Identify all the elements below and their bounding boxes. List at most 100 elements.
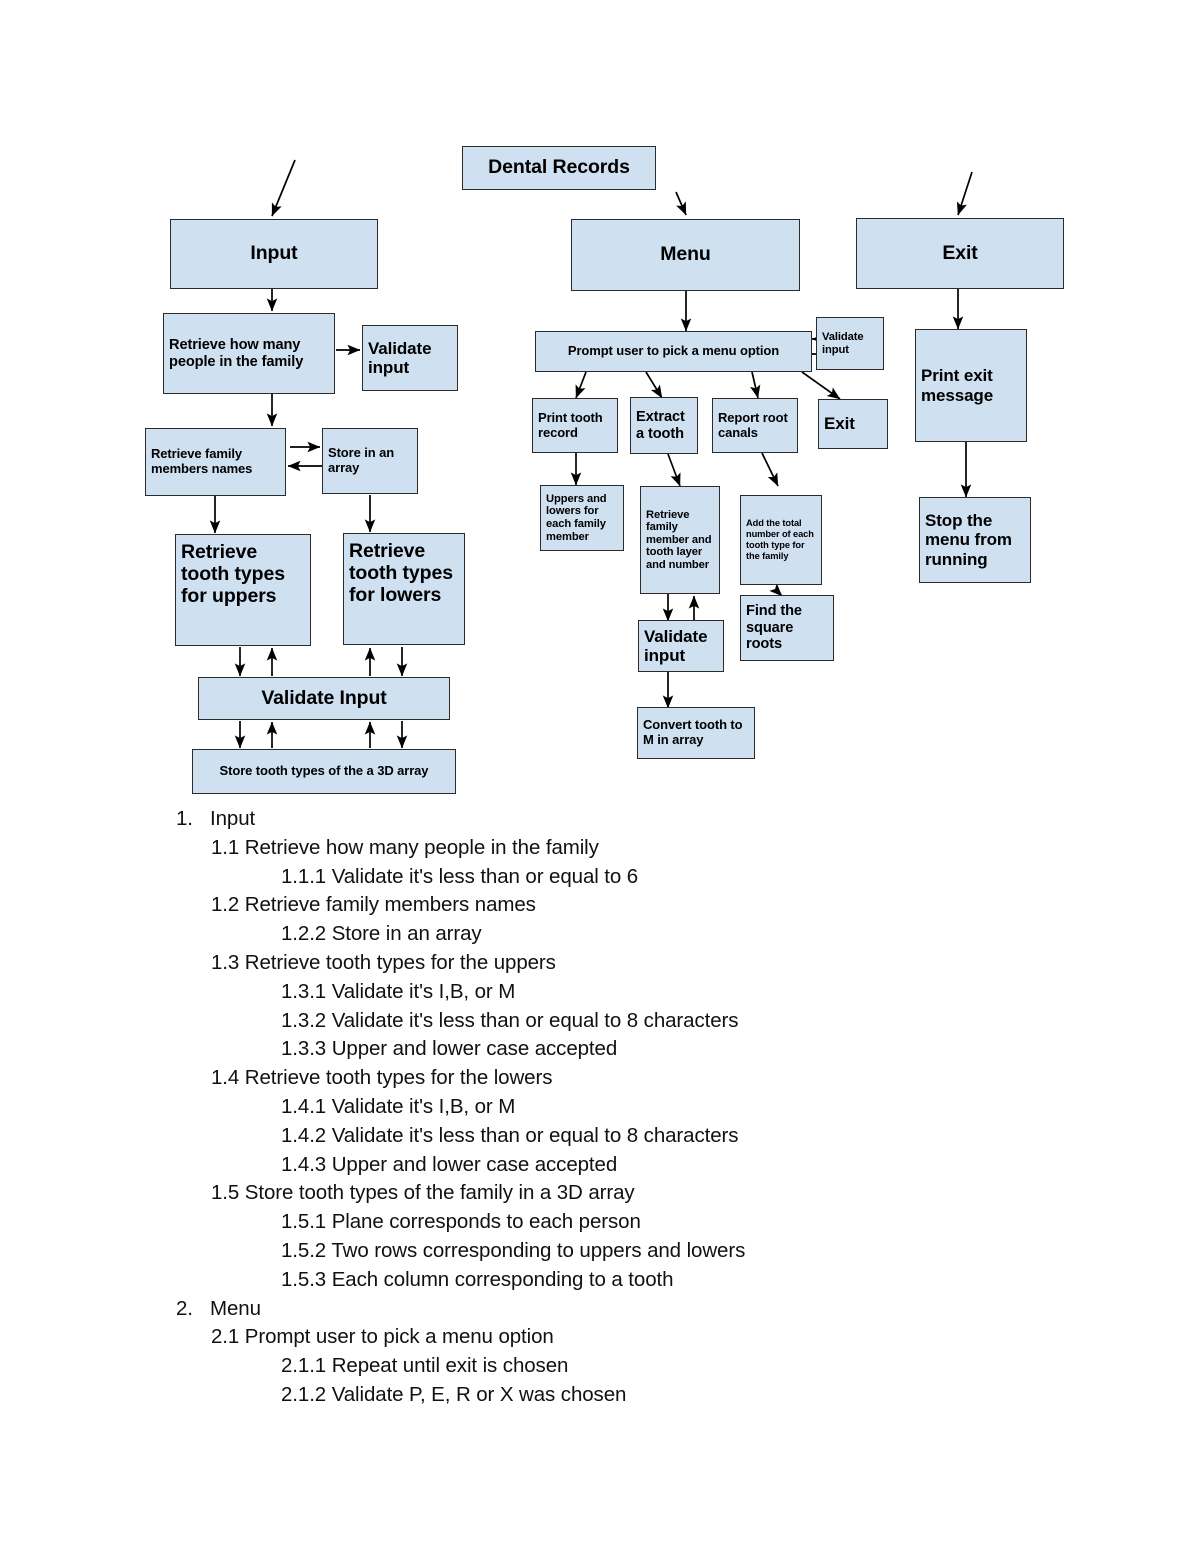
outline-row: 1.4.2 Validate it's less than or equal t… (0, 1122, 1200, 1151)
outline-row: 1.3 Retrieve tooth types for the uppers (0, 949, 1200, 978)
node-dental-records-label: Dental Records (488, 156, 630, 179)
node-store-in-array: Store in an array (322, 428, 418, 494)
outline-row: 1.3.1 Validate it's I,B, or M (0, 978, 1200, 1007)
outline-row-number: 1.3.3 (281, 1037, 332, 1061)
node-validate-input-2: Validate Input (198, 677, 450, 720)
outline-row: 1.1 Retrieve how many people in the fami… (0, 834, 1200, 863)
node-report-root-canals: Report root canals (712, 398, 798, 453)
outline-row-text: Prompt user to pick a menu option (244, 1325, 554, 1349)
outline-row-text: Validate P, E, R or X was chosen (331, 1382, 627, 1406)
node-retrieve-how-many: Retrieve how many people in the family (163, 313, 335, 394)
outline-row-number: 1.1.1 (281, 864, 332, 888)
outline-row: 1.4.1 Validate it's I,B, or M (0, 1093, 1200, 1122)
node-convert-tooth-m: Convert tooth to M in array (637, 707, 755, 759)
node-menu: Menu (571, 219, 800, 291)
outline-row-number: 2.1.2 (281, 1382, 332, 1406)
node-input: Input (170, 219, 378, 289)
node-exit-top-label: Exit (942, 241, 978, 264)
node-store-3d-array-label: Store tooth types of the a 3D array (219, 763, 429, 779)
node-print-exit-message-label: Print exit message (921, 366, 994, 405)
outline-row-text: Input (210, 807, 256, 830)
outline-row: 2. Menu (0, 1295, 1200, 1324)
node-print-tooth-record: Print tooth record (532, 398, 618, 453)
node-extract-a-tooth: Extract a tooth (630, 397, 698, 454)
node-extract-a-tooth-label: Extract a tooth (636, 409, 685, 442)
flowchart-diagram: Dental Records Input Menu Exit Retrieve … (145, 146, 1064, 794)
outline-row-number: 1.5.3 (281, 1267, 332, 1291)
outline-row-text: Validate it's less than or equal to 6 (331, 864, 639, 888)
outline-row-number: 1.4.1 (281, 1094, 332, 1118)
outline-row-number: 1.4.2 (281, 1123, 332, 1147)
node-prompt-user-label: Prompt user to pick a menu option (567, 343, 780, 359)
node-validate-input-3: Validate input (638, 620, 724, 672)
outline-row-text: Store tooth types of the family in a 3D … (244, 1181, 635, 1205)
node-uppers-and-lowers-label: Uppers and lowers for each family member (546, 492, 607, 543)
node-exit-top: Exit (856, 218, 1064, 289)
outline-row-number: 1.4 (211, 1066, 245, 1090)
outline-row-text: Validate it's I,B, or M (331, 1094, 516, 1118)
outline-row-text: Validate it's less than or equal to 8 ch… (331, 1123, 739, 1147)
outline-row-text: Retrieve how many people in the family (244, 835, 599, 859)
node-validate-input-2-label: Validate Input (261, 686, 387, 709)
outline-row-text: Repeat until exit is chosen (331, 1354, 569, 1378)
outline-row-text: Store in an array (331, 922, 482, 946)
outline-row: 1.5.1 Plane corresponds to each person (0, 1208, 1200, 1237)
node-validate-input-3-label: Validate input (644, 626, 708, 665)
outline-row-text: Each column corresponding to a tooth (331, 1267, 674, 1291)
outline-row: 1.5.2 Two rows corresponding to uppers a… (0, 1237, 1200, 1266)
node-add-total-number-label: Add the total number of each tooth type … (746, 517, 814, 562)
node-exit-option: Exit (818, 399, 888, 449)
node-validate-input-menu-label: Validate input (822, 330, 864, 356)
outline-row-text: Retrieve tooth types for the lowers (244, 1066, 553, 1090)
outline-row: 1.5 Store tooth types of the family in a… (0, 1179, 1200, 1208)
requirements-outline: 1. Input 1.1 Retrieve how many people in t… (0, 805, 1200, 1410)
node-retrieve-uppers-label: Retrieve tooth types for uppers (181, 541, 285, 607)
outline-row-number: 1.5 (211, 1181, 245, 1205)
node-find-square-roots-label: Find the square roots (746, 603, 802, 653)
outline-row-text: Upper and lower case accepted (331, 1037, 618, 1061)
outline-row: 1.5.3 Each column corresponding to a too… (0, 1266, 1200, 1295)
outline-row: 1. Input (0, 805, 1200, 834)
node-convert-tooth-m-label: Convert tooth to M in array (643, 717, 743, 747)
node-add-total-number: Add the total number of each tooth type … (740, 495, 822, 585)
outline-row-number: 1.2.2 (281, 922, 332, 946)
outline-row-text: Upper and lower case accepted (331, 1152, 618, 1176)
node-stop-menu-running: Stop the menu from running (919, 497, 1031, 583)
node-retrieve-family-names-label: Retrieve family members names (151, 446, 253, 476)
node-find-square-roots: Find the square roots (740, 595, 834, 661)
outline-row-text: Validate it's less than or equal to 8 ch… (331, 1008, 739, 1032)
outline-row-text: Validate it's I,B, or M (331, 979, 516, 1003)
outline-row-number: 1.2 (211, 893, 245, 917)
outline-row-number: 1.5.1 (281, 1210, 332, 1234)
node-retrieve-lowers: Retrieve tooth types for lowers (343, 533, 465, 645)
node-uppers-and-lowers: Uppers and lowers for each family member (540, 485, 624, 551)
node-retrieve-member-tooth-label: Retrieve family member and tooth layer a… (646, 508, 712, 571)
outline-row-text: Retrieve family members names (244, 893, 536, 917)
outline-row: 1.1.1 Validate it's less than or equal t… (0, 863, 1200, 892)
outline-row-text: Plane corresponds to each person (331, 1210, 641, 1234)
node-retrieve-uppers: Retrieve tooth types for uppers (175, 534, 311, 646)
outline-row: 1.3.3 Upper and lower case accepted (0, 1035, 1200, 1064)
node-stop-menu-running-label: Stop the menu from running (925, 511, 1012, 569)
outline-row-number: 1.3 (211, 950, 245, 974)
outline-row-number: 1.1 (211, 835, 245, 859)
node-print-tooth-record-label: Print tooth record (538, 409, 603, 440)
outline-row-text: Menu (210, 1296, 261, 1320)
outline-row-number: 1.3.1 (281, 979, 332, 1003)
outline-row-text: Two rows corresponding to uppers and low… (331, 1238, 746, 1262)
outline-row: 2.1 Prompt user to pick a menu option (0, 1323, 1200, 1352)
node-validate-input-1: Validate input (362, 325, 458, 391)
node-input-label: Input (250, 242, 298, 265)
outline-row-number: 1. (176, 807, 193, 830)
node-retrieve-how-many-label: Retrieve how many people in the family (169, 337, 304, 370)
node-store-in-array-label: Store in an array (328, 445, 395, 475)
outline-row-number: 2.1.1 (281, 1354, 332, 1378)
node-validate-input-1-label: Validate input (368, 338, 432, 377)
outline-row-number: 1.4.3 (281, 1152, 332, 1176)
node-print-exit-message: Print exit message (915, 329, 1027, 442)
outline-row-number: 2. (176, 1296, 193, 1320)
node-prompt-user: Prompt user to pick a menu option (535, 331, 812, 372)
node-retrieve-lowers-label: Retrieve tooth types for lowers (349, 540, 453, 606)
node-store-3d-array: Store tooth types of the a 3D array (192, 749, 456, 794)
outline-row-number: 1.3.2 (281, 1008, 332, 1032)
